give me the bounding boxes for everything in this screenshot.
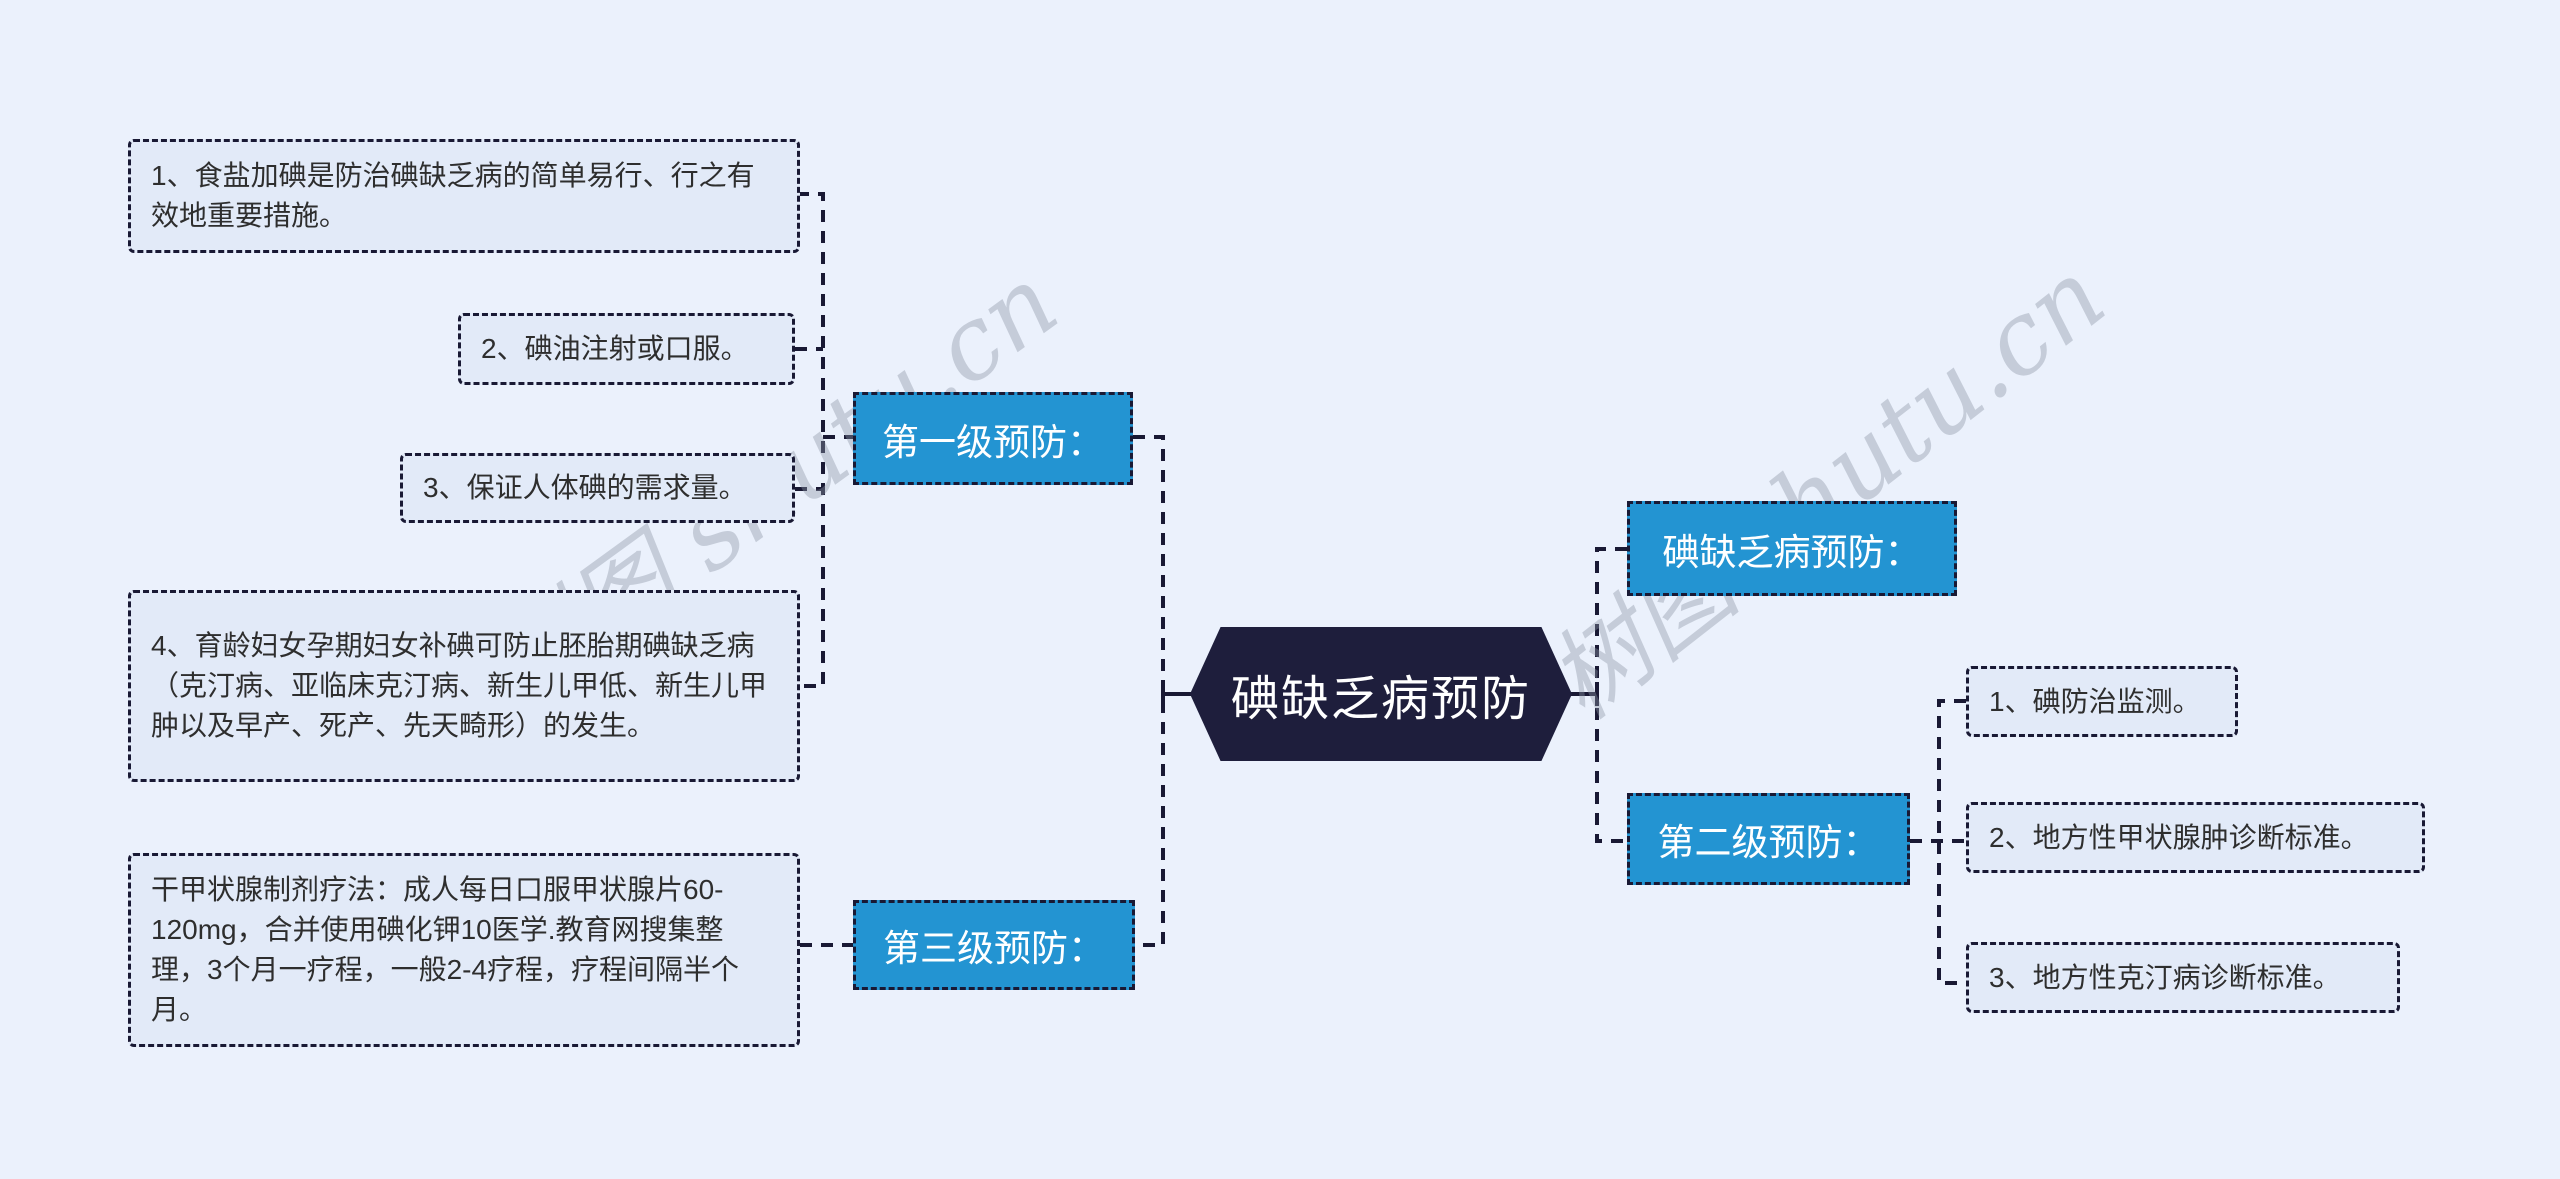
child-node-goiter-criteria[interactable]: 2、地方性甲状腺肿诊断标准。 bbox=[1966, 802, 2425, 873]
branch-node-level2[interactable]: 第二级预防： bbox=[1627, 793, 1910, 885]
connector-left-rail bbox=[797, 192, 825, 688]
connector-center-left-rail bbox=[1133, 435, 1165, 947]
child-node-pregnant-women[interactable]: 4、育龄妇女孕期妇女补碘可防止胚胎期碘缺乏病（克汀病、亚临床克汀病、新生儿甲低、… bbox=[128, 590, 800, 782]
child-node-iodine-monitoring[interactable]: 1、碘防治监测。 bbox=[1966, 666, 2238, 737]
child-node-salt-iodization[interactable]: 1、食盐加碘是防治碘缺乏病的简单易行、行之有效地重要措施。 bbox=[128, 139, 800, 253]
child-node-cretinism-criteria[interactable]: 3、地方性克汀病诊断标准。 bbox=[1966, 942, 2400, 1013]
root-node[interactable]: 碘缺乏病预防 bbox=[1190, 627, 1572, 761]
connector-center-right-rail bbox=[1595, 547, 1627, 843]
child-node-thyroid-therapy[interactable]: 干甲状腺制剂疗法：成人每日口服甲状腺片60-120mg，合并使用碘化钾10医学.… bbox=[128, 853, 800, 1047]
branch-node-level3[interactable]: 第三级预防： bbox=[853, 900, 1135, 990]
branch-node-level1[interactable]: 第一级预防： bbox=[853, 392, 1133, 485]
branch-node-idd-prevention[interactable]: 碘缺乏病预防： bbox=[1627, 501, 1957, 596]
child-node-iodized-oil[interactable]: 2、碘油注射或口服。 bbox=[458, 313, 795, 385]
child-node-iodine-requirement[interactable]: 3、保证人体碘的需求量。 bbox=[400, 453, 795, 523]
